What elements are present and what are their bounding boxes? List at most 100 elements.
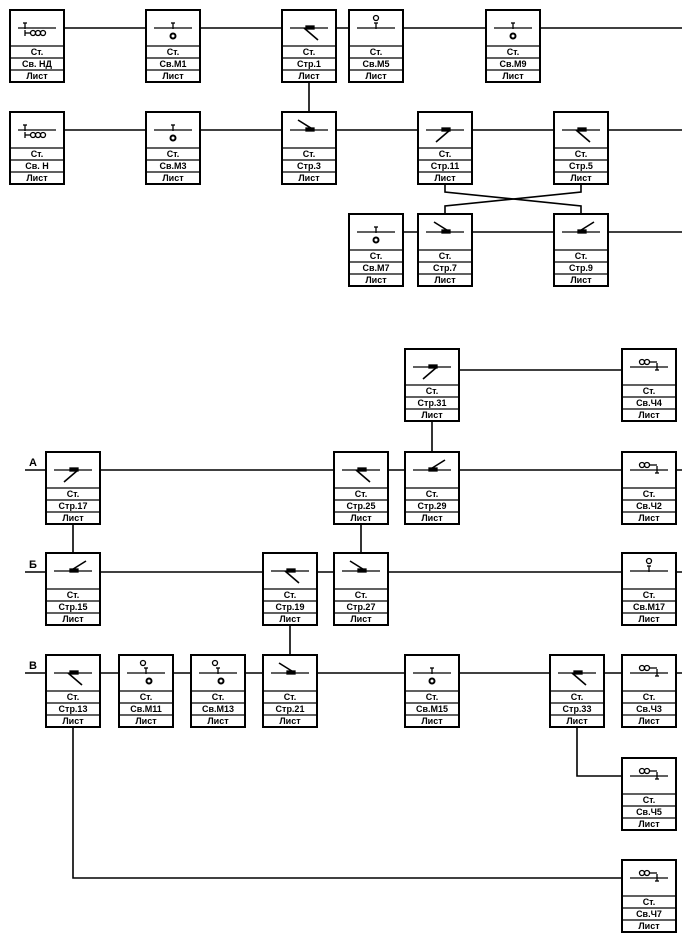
sheet-label: Лист	[350, 614, 372, 624]
track-label-v: В	[29, 660, 37, 672]
sheet-label: Лист	[638, 410, 660, 420]
device-name: Св.Ч7	[636, 909, 662, 919]
st-label: Ст.	[31, 149, 44, 159]
shunt-signal-up-icon	[357, 14, 395, 29]
switch-down-left-icon	[413, 364, 451, 380]
device-name: Св.М15	[416, 704, 448, 714]
st-label: Ст.	[643, 590, 656, 600]
shunt-signal-down-icon	[154, 22, 192, 40]
shunt-signal-down-icon	[154, 124, 192, 142]
switch-down-left-icon	[426, 127, 464, 143]
track-label-a: А	[29, 457, 37, 469]
sheet-label: Лист	[638, 819, 660, 829]
sheet-label: Лист	[350, 513, 372, 523]
sheet-label: Лист	[62, 614, 84, 624]
sheet-label: Лист	[365, 275, 387, 285]
device-name: Св.М5	[362, 59, 389, 69]
device-name: Св.М9	[499, 59, 526, 69]
sheet-label: Лист	[162, 173, 184, 183]
sheet-label: Лист	[365, 71, 387, 81]
st-label: Ст.	[439, 251, 452, 261]
switch-down-right-icon	[290, 25, 328, 41]
sheet-label: Лист	[279, 614, 301, 624]
device-name: Стр.9	[569, 263, 593, 273]
sheet-label: Лист	[421, 513, 443, 523]
device-name: Св.Ч2	[636, 501, 662, 511]
st-label: Ст.	[643, 489, 656, 499]
st-label: Ст.	[575, 149, 588, 159]
sheet-label: Лист	[638, 513, 660, 523]
shunt-signal-both-icon	[127, 659, 165, 685]
sheet-label: Лист	[62, 716, 84, 726]
st-label: Ст.	[643, 692, 656, 702]
switch-down-left-icon	[54, 467, 92, 483]
sheet-label: Лист	[298, 71, 320, 81]
st-label: Ст.	[31, 47, 44, 57]
sheet-label: Лист	[135, 716, 157, 726]
shunt-signal-up-icon	[630, 557, 668, 572]
device-name: Стр.29	[418, 501, 447, 511]
device-name: Стр.7	[433, 263, 457, 273]
st-label: Ст.	[140, 692, 153, 702]
st-label: Ст.	[303, 47, 316, 57]
switch-up-left-icon	[426, 221, 464, 234]
shunt-signal-both-icon	[199, 659, 237, 685]
shunt-signal-down-icon	[494, 22, 532, 40]
entry-signal-icon	[18, 124, 56, 139]
sheet-label: Лист	[298, 173, 320, 183]
sheet-label: Лист	[434, 173, 456, 183]
track-label-b: Б	[29, 559, 37, 571]
shunt-signal-down-icon	[413, 667, 451, 685]
device-name: Стр.13	[59, 704, 88, 714]
st-label: Ст.	[426, 489, 439, 499]
device-name: Св.М3	[159, 161, 186, 171]
switch-up-left-icon	[290, 119, 328, 132]
st-label: Ст.	[284, 590, 297, 600]
device-name: Св. Н	[25, 161, 49, 171]
sheet-label: Лист	[207, 716, 229, 726]
st-label: Ст.	[212, 692, 225, 702]
switch-down-right-icon	[558, 670, 596, 686]
device-name: Св.М7	[362, 263, 389, 273]
sheet-label: Лист	[638, 614, 660, 624]
exit-signal-icon	[630, 358, 668, 371]
device-name: Стр.33	[563, 704, 592, 714]
sheet-label: Лист	[421, 716, 443, 726]
st-label: Ст.	[355, 489, 368, 499]
device-name: Стр.21	[276, 704, 305, 714]
switch-up-left-icon	[271, 662, 309, 675]
device-name: Св. НД	[22, 59, 53, 69]
